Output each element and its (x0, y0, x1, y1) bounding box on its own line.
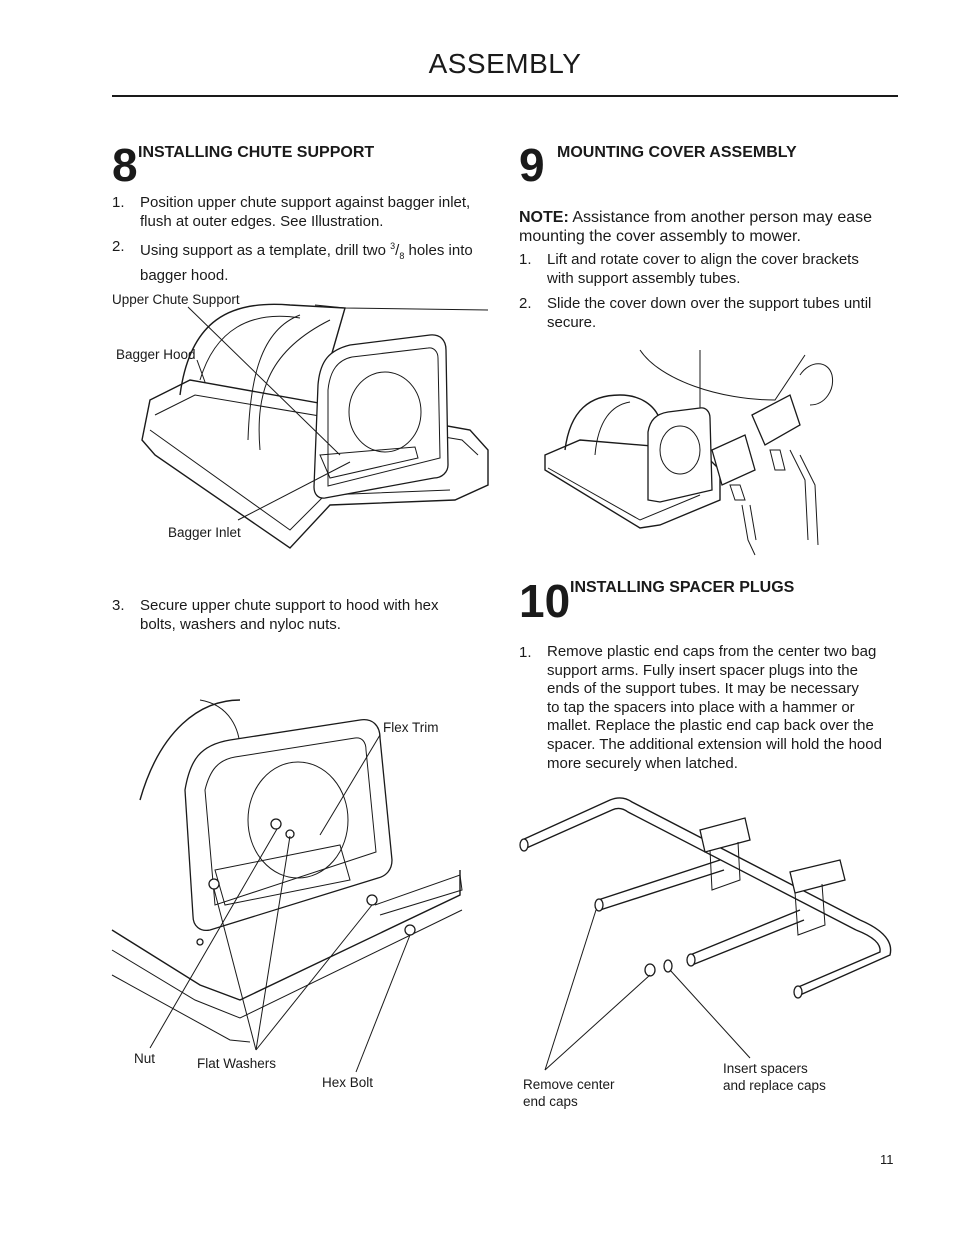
step-9-note: NOTE: Assistance from another person may… (519, 209, 873, 245)
header-rule (112, 95, 898, 97)
step-8-number: 8 (112, 139, 138, 191)
label-flat-washers: Flat Washers (197, 1056, 277, 1071)
label-bagger-hood: Bagger Hood (116, 347, 196, 362)
step-8-item-1: 1. Position upper chute support against … (112, 194, 471, 230)
page-number: 11 (880, 1152, 894, 1167)
step-9-item-1: 1. Lift and rotate cover to align the co… (519, 251, 859, 287)
label-bagger-inlet: Bagger Inlet (168, 525, 241, 540)
label-flex-trim: Flex Trim (383, 720, 439, 735)
step-9-item-2: 2. Slide the cover down over the support… (519, 295, 872, 331)
step-8-item-2: 2. Using support as a template, drill tw… (112, 238, 473, 284)
step-9-number: 9 (519, 139, 545, 191)
label-hex-bolt: Hex Bolt (322, 1075, 374, 1090)
label-nut: Nut (134, 1051, 156, 1066)
label-upper-chute-support: Upper Chute Support (112, 292, 240, 307)
step-10-number: 10 (519, 575, 571, 627)
page-title: ASSEMBLY (428, 48, 582, 79)
step-8-item-3: 3. Secure upper chute support to hood wi… (112, 597, 439, 633)
step-9-title: MOUNTING COVER ASSEMBLY (557, 144, 797, 161)
step-10-item-1: 1. Remove plastic end caps from the cent… (519, 643, 882, 772)
step-8-title: INSTALLING CHUTE SUPPORT (138, 144, 375, 161)
step-10-title: INSTALLING SPACER PLUGS (570, 579, 795, 596)
